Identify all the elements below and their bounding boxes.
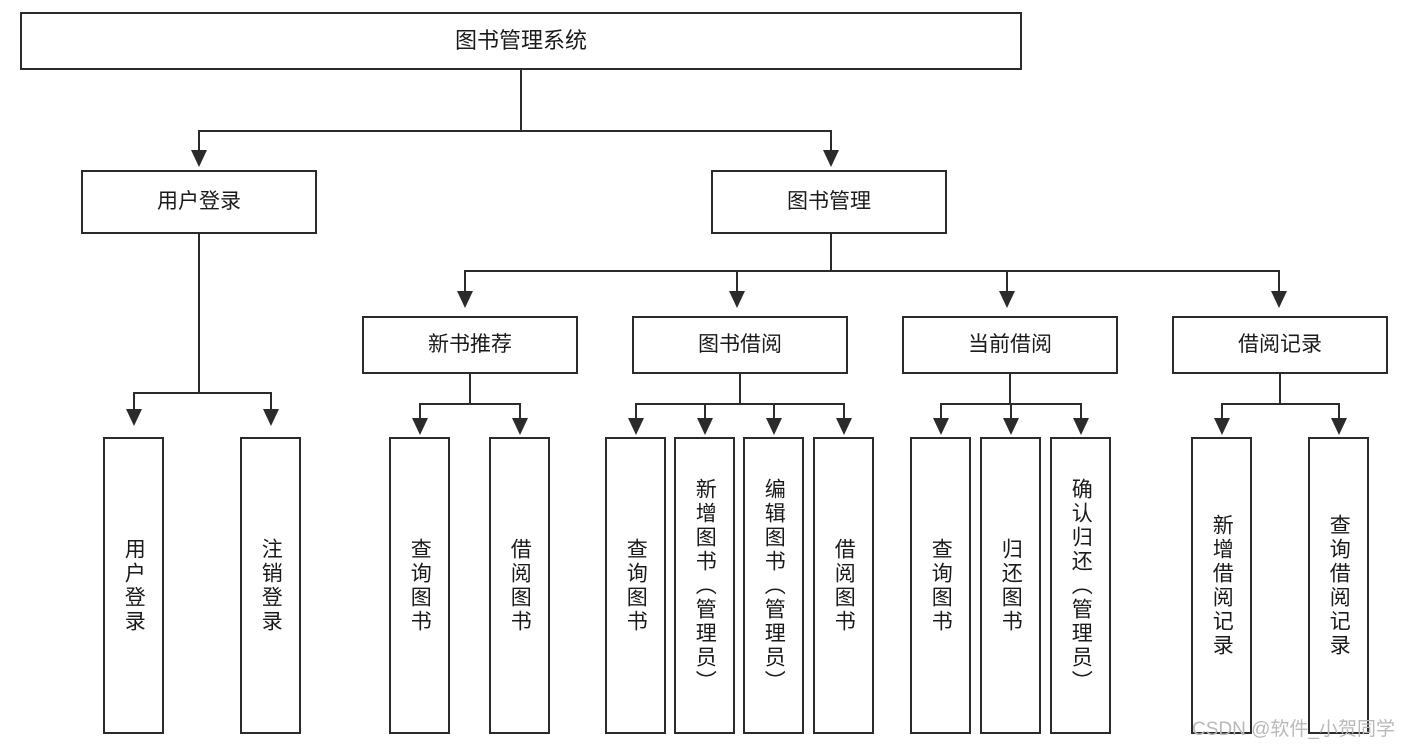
arrow-book-borrow-to-leaf-3 [766, 418, 782, 435]
connector-root-to-user-login [198, 130, 200, 152]
connector-book-borrow-to-leaf-2 [704, 403, 706, 419]
connector-new-book-rec-stem [469, 374, 471, 403]
connector-borrow-record-to-leaf-1 [1221, 403, 1223, 419]
connector-user-login-to-leaf-1 [133, 392, 135, 410]
node-leaf-logout[interactable]: 注销登录 [240, 437, 301, 734]
connector-user-login-to-leaf-2 [270, 392, 272, 410]
connector-book-borrow-to-leaf-4 [843, 403, 845, 419]
node-leaf-query-book-1-label: 查询图书 [408, 537, 432, 634]
connector-root-to-book-manage [830, 130, 832, 152]
arrow-user-login-to-leaf-2 [263, 409, 279, 426]
connector-borrow-record-to-leaf-2 [1338, 403, 1340, 419]
arrow-book-manage-to-borrow-record [1271, 291, 1287, 308]
node-current-borrow[interactable]: 当前借阅 [902, 316, 1118, 374]
connector-new-book-rec-to-leaf-2 [519, 403, 521, 419]
arrow-book-manage-to-new-book-rec [457, 291, 473, 308]
node-leaf-edit-book-label: 编辑图书（管理员） [762, 477, 786, 694]
node-leaf-borrow-book-2-label: 借阅图书 [832, 537, 856, 634]
connector-book-manage-stem [830, 234, 832, 270]
connector-borrow-record-stem [1279, 374, 1281, 403]
connector-new-book-rec-bus [419, 403, 519, 405]
arrow-borrow-record-to-leaf-1 [1214, 418, 1230, 435]
node-borrow-record[interactable]: 借阅记录 [1172, 316, 1388, 374]
node-borrow-record-label: 借阅记录 [1238, 333, 1322, 357]
node-leaf-add-book[interactable]: 新增图书（管理员） [674, 437, 735, 734]
node-current-borrow-label: 当前借阅 [968, 333, 1052, 357]
node-book-manage-label: 图书管理 [787, 190, 871, 214]
arrow-root-to-user-login [191, 150, 207, 167]
arrow-user-login-to-leaf-1 [126, 409, 142, 426]
arrow-new-book-rec-to-leaf-2 [512, 418, 528, 435]
node-leaf-confirm-return-label: 确认归还（管理员） [1069, 477, 1093, 694]
node-leaf-add-book-label: 新增图书（管理员） [693, 477, 717, 694]
node-leaf-borrow-book-1-label: 借阅图书 [508, 537, 532, 634]
connector-book-borrow-stem [739, 374, 741, 403]
arrow-book-manage-to-book-borrow [729, 291, 745, 308]
connector-root-bus [198, 130, 832, 132]
connector-book-manage-to-borrow-record [1278, 270, 1280, 292]
connector-current-borrow-to-leaf-1 [940, 403, 942, 419]
node-leaf-add-record-label: 新增借阅记录 [1210, 513, 1234, 658]
node-root[interactable]: 图书管理系统 [20, 12, 1022, 70]
connector-book-manage-to-current-borrow [1006, 270, 1008, 292]
arrow-book-borrow-to-leaf-1 [628, 418, 644, 435]
node-leaf-confirm-return[interactable]: 确认归还（管理员） [1050, 437, 1111, 734]
node-leaf-user-login[interactable]: 用户登录 [103, 437, 164, 734]
node-leaf-logout-label: 注销登录 [259, 537, 283, 634]
node-leaf-user-login-label: 用户登录 [122, 537, 146, 634]
node-leaf-query-record-label: 查询借阅记录 [1327, 513, 1351, 658]
node-leaf-borrow-book-1[interactable]: 借阅图书 [489, 437, 550, 734]
node-book-borrow[interactable]: 图书借阅 [632, 316, 848, 374]
connector-book-borrow-to-leaf-3 [773, 403, 775, 419]
arrow-root-to-book-manage [823, 150, 839, 167]
node-leaf-query-book-2[interactable]: 查询图书 [605, 437, 666, 734]
connector-book-borrow-bus [635, 403, 843, 405]
node-leaf-query-book-3-label: 查询图书 [929, 537, 953, 634]
node-leaf-return-book[interactable]: 归还图书 [980, 437, 1041, 734]
node-book-borrow-label: 图书借阅 [698, 333, 782, 357]
node-new-book-rec-label: 新书推荐 [428, 333, 512, 357]
connector-book-manage-bus [464, 270, 1280, 272]
node-new-book-rec[interactable]: 新书推荐 [362, 316, 578, 374]
node-root-label: 图书管理系统 [454, 27, 587, 53]
node-leaf-add-record[interactable]: 新增借阅记录 [1191, 437, 1252, 734]
node-leaf-query-book-3[interactable]: 查询图书 [910, 437, 971, 734]
arrow-current-borrow-to-leaf-1 [933, 418, 949, 435]
node-leaf-edit-book[interactable]: 编辑图书（管理员） [743, 437, 804, 734]
node-book-manage[interactable]: 图书管理 [711, 170, 947, 234]
connector-book-manage-to-book-borrow [736, 270, 738, 292]
arrow-borrow-record-to-leaf-2 [1331, 418, 1347, 435]
connector-borrow-record-bus [1221, 403, 1338, 405]
connector-new-book-rec-to-leaf-1 [419, 403, 421, 419]
connector-book-borrow-to-leaf-1 [635, 403, 637, 419]
node-leaf-query-book-1[interactable]: 查询图书 [389, 437, 450, 734]
node-leaf-query-book-2-label: 查询图书 [624, 537, 648, 634]
connector-user-login-bus [133, 392, 270, 394]
node-user-login-label: 用户登录 [157, 190, 241, 214]
arrow-book-borrow-to-leaf-4 [836, 418, 852, 435]
connector-current-borrow-stem [1009, 374, 1011, 403]
connector-current-borrow-to-leaf-2 [1010, 403, 1012, 419]
node-leaf-return-book-label: 归还图书 [999, 537, 1023, 634]
arrow-current-borrow-to-leaf-3 [1073, 418, 1089, 435]
connector-current-borrow-to-leaf-3 [1080, 403, 1082, 419]
connector-book-manage-to-new-book-rec [464, 270, 466, 292]
arrow-new-book-rec-to-leaf-1 [412, 418, 428, 435]
arrow-book-manage-to-current-borrow [999, 291, 1015, 308]
arrow-current-borrow-to-leaf-2 [1003, 418, 1019, 435]
node-user-login[interactable]: 用户登录 [81, 170, 317, 234]
connector-user-login-stem [198, 234, 200, 392]
arrow-book-borrow-to-leaf-2 [697, 418, 713, 435]
node-leaf-borrow-book-2[interactable]: 借阅图书 [813, 437, 874, 734]
node-leaf-query-record[interactable]: 查询借阅记录 [1308, 437, 1369, 734]
connector-root-stem [520, 70, 522, 130]
